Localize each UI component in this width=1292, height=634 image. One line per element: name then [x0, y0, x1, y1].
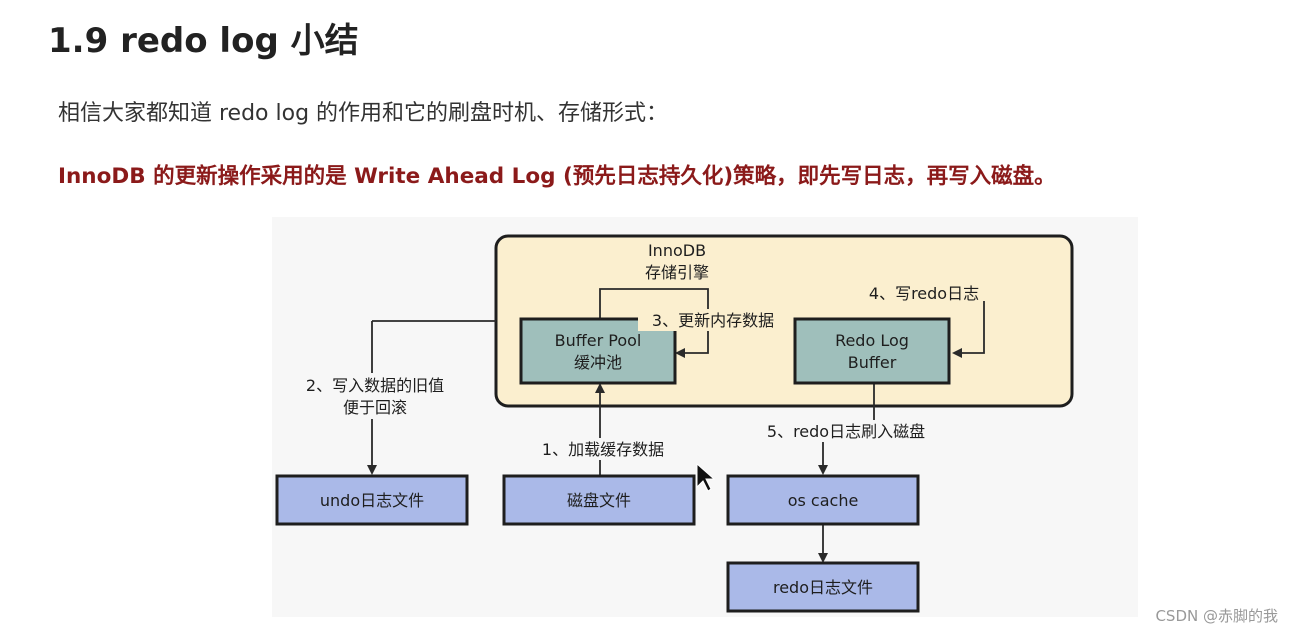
- undo-file-label: undo日志文件: [320, 491, 424, 510]
- watermark: CSDN @赤脚的我: [1155, 607, 1278, 625]
- buffer-pool-label-line1: Buffer Pool: [555, 331, 642, 350]
- os-cache-label: os cache: [788, 491, 859, 510]
- os-cache-box: [726, 474, 920, 526]
- step5-label: 5、redo日志刷入磁盘: [767, 422, 925, 441]
- step2-label-line1: 2、写入数据的旧值: [306, 376, 444, 395]
- highlight-paragraph: InnoDB 的更新操作采用的是 Write Ahead Log (预先日志持久…: [58, 164, 1056, 189]
- step2-label-bg: [290, 373, 460, 419]
- step4-label: 4、写redo日志: [869, 284, 979, 303]
- redo-file-label: redo日志文件: [773, 578, 873, 597]
- undo-log-file-box: [275, 474, 469, 526]
- step1-label-bg: [528, 438, 678, 460]
- mouse-cursor-icon: [696, 462, 716, 492]
- redo-log-file-box: [726, 561, 920, 613]
- redo-buffer-label-line1: Redo Log: [835, 331, 909, 350]
- step3-label: 3、更新内存数据: [652, 311, 774, 330]
- disk-file-box: [502, 474, 696, 526]
- step1-label: 1、加载缓存数据: [542, 440, 664, 459]
- diagram-svg: InnoDB 存储引擎 Buffer Pool 缓冲池 Redo Log Buf…: [272, 217, 1138, 617]
- redo-log-diagram: InnoDB 存储引擎 Buffer Pool 缓冲池 Redo Log Buf…: [272, 217, 1138, 617]
- update-memory-arrow: [599, 288, 709, 358]
- section-heading: 1.9 redo log 小结: [48, 21, 359, 61]
- write-redo-arrow: [952, 301, 985, 358]
- redo-log-buffer-box: [793, 317, 951, 385]
- redo-buffer-label-line2: Buffer: [848, 353, 897, 372]
- disk-file-label: 磁盘文件: [567, 491, 631, 510]
- engine-title-line1: InnoDB: [648, 241, 706, 260]
- step3-label-bg: [638, 309, 788, 331]
- intro-paragraph: 相信大家都知道 redo log 的作用和它的刷盘时机、存储形式：: [58, 101, 669, 126]
- buffer-pool-label-line2: 缓冲池: [574, 353, 622, 372]
- step2-label-line2: 便于回滚: [343, 398, 407, 417]
- engine-title-line2: 存储引擎: [645, 263, 709, 282]
- step5-label-bg: [756, 420, 936, 442]
